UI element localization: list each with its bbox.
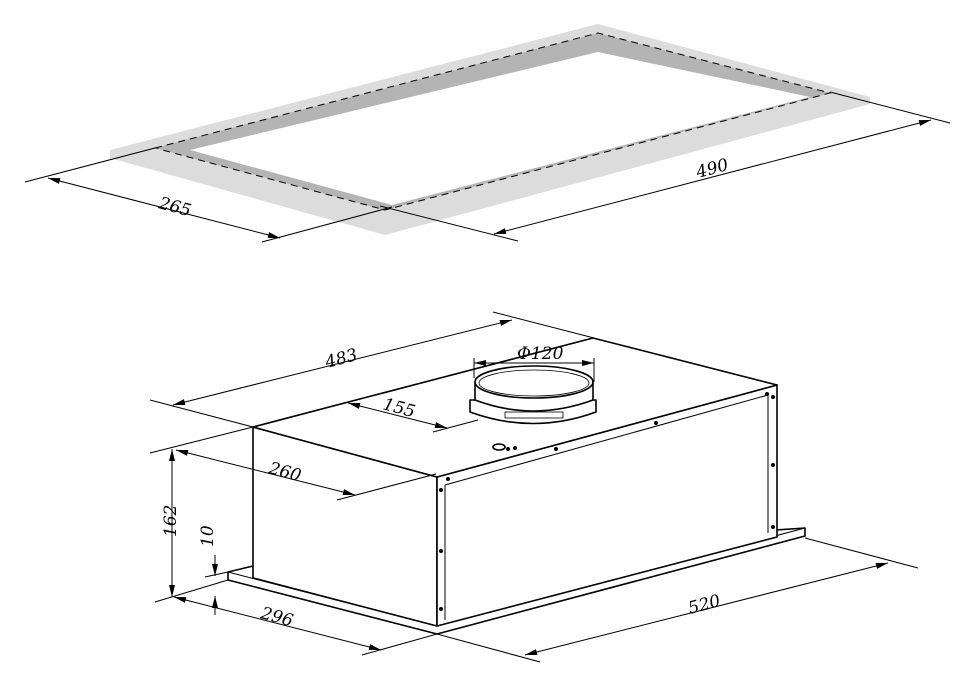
cutout-frame bbox=[110, 24, 870, 235]
label-10: 10 bbox=[198, 525, 218, 547]
label-483: 483 bbox=[322, 345, 359, 373]
dimension-duct-diameter: Φ120 bbox=[473, 344, 595, 382]
label-296: 296 bbox=[258, 603, 296, 631]
control-knobs bbox=[492, 443, 517, 451]
screws bbox=[439, 392, 775, 611]
label-phi-120: Φ120 bbox=[517, 344, 564, 364]
exhaust-duct bbox=[469, 365, 597, 425]
frame-dashed-outline bbox=[153, 32, 832, 211]
label-520: 520 bbox=[686, 591, 723, 619]
label-490: 490 bbox=[693, 155, 731, 183]
label-265: 265 bbox=[156, 193, 193, 221]
range-hood bbox=[227, 337, 806, 635]
dimension-10: 10 bbox=[198, 525, 229, 615]
label-162: 162 bbox=[161, 505, 181, 537]
dimension-162: 162 bbox=[161, 449, 181, 597]
